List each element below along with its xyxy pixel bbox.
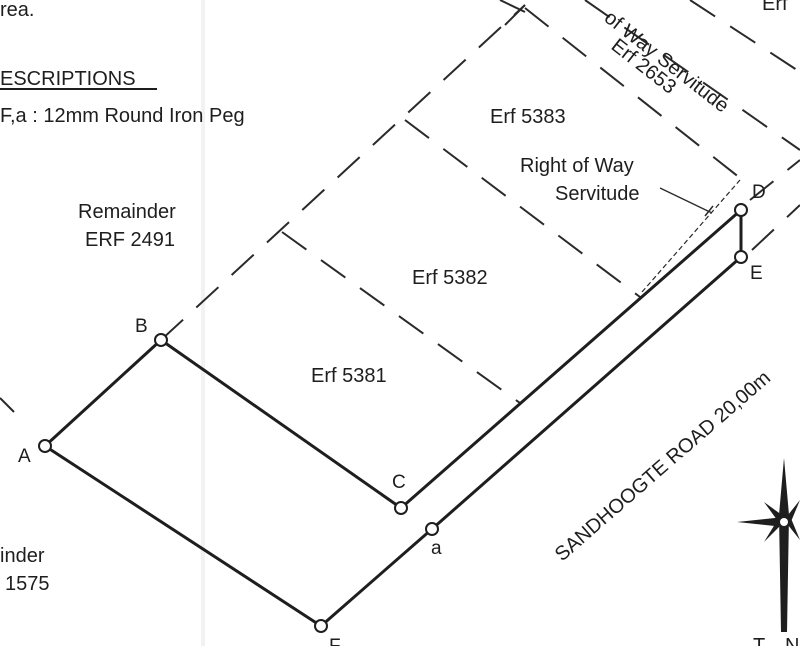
dashed-boundaries [0, 0, 800, 413]
leader-line [659, 187, 713, 214]
peg-A [38, 439, 52, 453]
erf-top-right-label: Erf [762, 0, 788, 15]
peg-C [394, 501, 408, 515]
leader-tick [704, 205, 714, 217]
erf-5383-label: Erf 5383 [490, 106, 566, 128]
north-arrow-icon [737, 458, 800, 632]
erf-5382-label: Erf 5382 [412, 267, 488, 289]
row-servitude-line1: Right of Way [520, 155, 634, 177]
pegs [38, 203, 748, 633]
remainder-2491-erf: ERF 2491 [85, 229, 175, 251]
peg-B [154, 333, 168, 347]
point-label-a: a [431, 538, 442, 559]
erf-5381-label: Erf 5381 [311, 365, 387, 387]
row-servitude-line2: Servitude [555, 183, 640, 205]
remainder-2491-label: Remainder [78, 201, 176, 223]
point-label-F: F [329, 636, 341, 646]
remainder-1575-erf: 1575 [5, 573, 50, 595]
area-text: rea. [0, 0, 34, 21]
peg-D [734, 203, 748, 217]
point-label-D: D [752, 182, 766, 203]
point-label-C: C [392, 472, 406, 493]
point-label-E: E [750, 263, 763, 284]
peg-E [734, 250, 748, 264]
peg-a [425, 522, 439, 536]
servitude-boundary [641, 179, 741, 293]
peg-description: F,a : 12mm Round Iron Peg [0, 105, 245, 127]
north-label-T: T [753, 635, 765, 646]
peg-F [314, 619, 328, 633]
point-label-A: A [18, 446, 31, 467]
legend-heading: ESCRIPTIONS [0, 68, 136, 90]
solid-boundaries [43, 208, 743, 628]
north-label-N: N [785, 635, 799, 646]
remainder-1575-label: inder [0, 545, 45, 567]
point-label-B: B [135, 316, 148, 337]
